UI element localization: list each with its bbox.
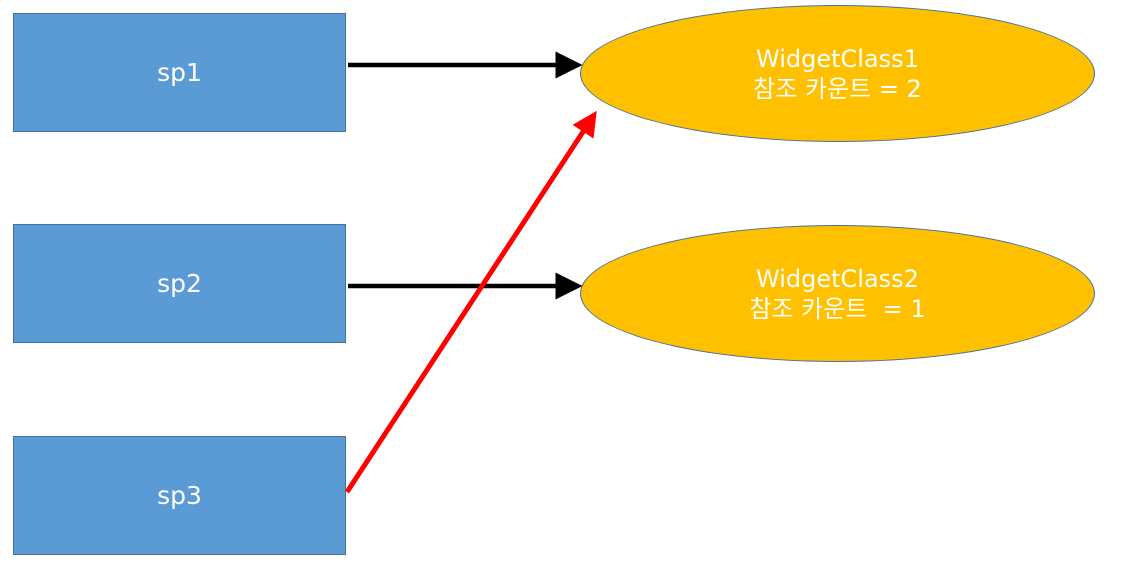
pointer-box-sp1: sp1: [13, 13, 346, 132]
pointer-box-sp3: sp3: [13, 436, 346, 555]
arrow-sp3-to-widgetclass1: [344, 110, 597, 494]
object-ellipse-widgetclass1: WidgetClass1 참조 카운트 = 2: [580, 5, 1095, 142]
ref-count-widgetclass1: 참조 카운트 = 2: [753, 74, 922, 103]
pointer-box-sp2: sp2: [13, 224, 346, 343]
object-name-widgetclass2: WidgetClass2: [756, 264, 919, 293]
ref-count-widgetclass2: 참조 카운트 = 1: [749, 294, 926, 323]
pointer-label-sp3: sp3: [157, 481, 202, 510]
object-ellipse-widgetclass2: WidgetClass2 참조 카운트 = 1: [580, 225, 1095, 362]
pointer-label-sp2: sp2: [157, 269, 202, 298]
pointer-label-sp1: sp1: [157, 58, 202, 87]
object-name-widgetclass1: WidgetClass1: [756, 44, 919, 73]
